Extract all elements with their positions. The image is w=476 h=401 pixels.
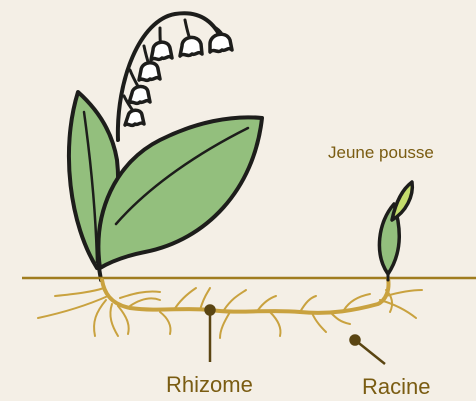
- pointers: [206, 306, 386, 365]
- front-leaf: [98, 117, 262, 268]
- root-pointer: [355, 340, 385, 364]
- roots: [38, 288, 422, 338]
- lily-of-the-valley-icon: [69, 13, 262, 280]
- bell-flower-icon: [125, 34, 232, 125]
- sprout-inner-leaf: [392, 182, 412, 220]
- rhizome-pointer-dot: [206, 306, 215, 315]
- rhizome-label: Rhizome: [166, 372, 253, 397]
- bell-flower-5: [129, 86, 150, 103]
- bell-flower-6: [125, 110, 144, 125]
- rhizome-system: [38, 278, 422, 338]
- sprout-icon: [379, 182, 412, 280]
- bell-flower-4: [139, 63, 160, 81]
- bell-flower-3: [151, 42, 172, 60]
- bell-flower-1: [210, 34, 232, 52]
- bell-flower-2: [180, 37, 202, 56]
- young-shoot-label: Jeune pousse: [328, 143, 434, 162]
- root-pointer-dot: [351, 336, 360, 345]
- root-label: Racine: [362, 374, 430, 399]
